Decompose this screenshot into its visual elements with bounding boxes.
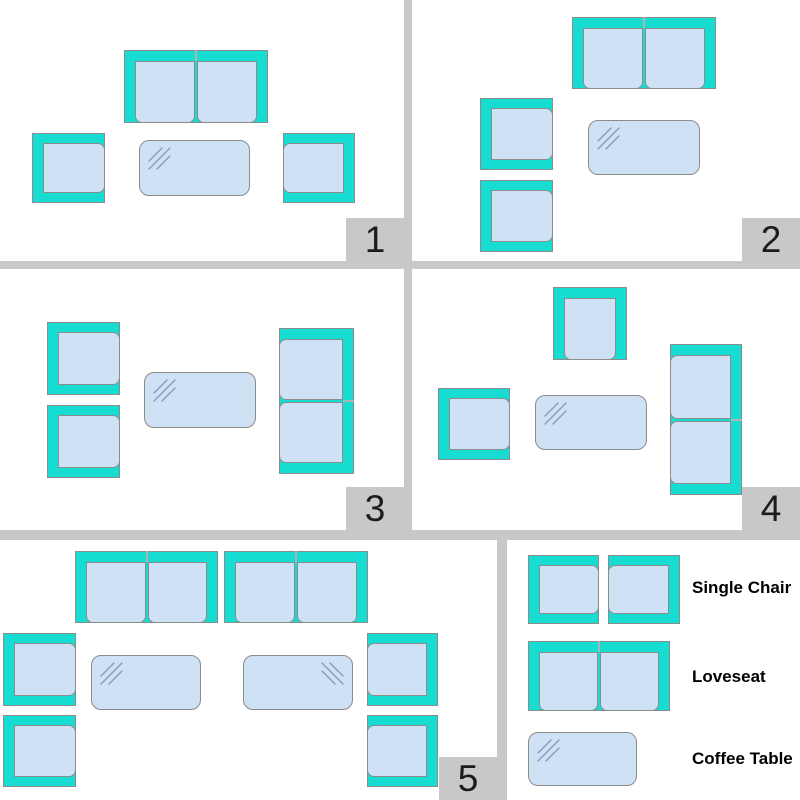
- coffee-table: [535, 395, 647, 450]
- loveseat-seat: [670, 420, 731, 484]
- single-chair: [528, 555, 599, 624]
- single-chair: [47, 405, 120, 478]
- single-chair: [47, 322, 120, 395]
- loveseat-seat: [670, 355, 731, 419]
- coffee-table: [588, 120, 700, 175]
- seat-divider: [343, 400, 354, 402]
- loveseat-seat: [600, 652, 659, 711]
- loveseat-seat: [279, 339, 343, 400]
- chair-seat: [283, 143, 344, 193]
- seat-divider: [731, 418, 742, 421]
- panel-number-badge: 2: [742, 218, 800, 261]
- seat-divider: [195, 50, 197, 61]
- loveseat-seat: [645, 28, 705, 89]
- loveseat-seat: [135, 61, 195, 123]
- panel-number-badge: 3: [346, 487, 404, 530]
- loveseat-seat: [279, 402, 343, 463]
- legend-panel: Single Chair Loveseat Coffee Table: [507, 540, 800, 800]
- glass-shine-icon: [100, 662, 123, 685]
- chair-seat: [449, 398, 510, 450]
- chair-seat: [367, 643, 427, 696]
- loveseat-seat: [539, 652, 598, 711]
- legend-label-single-chair: Single Chair: [692, 578, 792, 597]
- chair-seat: [58, 332, 120, 385]
- loveseat-seat: [583, 28, 643, 89]
- chair-seat: [491, 108, 553, 160]
- loveseat: [124, 50, 268, 123]
- single-chair: [3, 633, 76, 706]
- layout-panel-3: 3: [0, 269, 404, 530]
- chair-seat: [43, 143, 105, 193]
- glass-shine-icon: [544, 402, 567, 425]
- single-chair: [608, 555, 680, 624]
- loveseat: [670, 344, 742, 495]
- seat-divider: [295, 551, 297, 562]
- loveseat-seat: [297, 562, 357, 623]
- chair-seat: [58, 415, 120, 468]
- loveseat-seat: [197, 61, 257, 123]
- single-chair: [367, 715, 438, 787]
- layout-panel-4: 4: [412, 269, 800, 530]
- single-chair: [283, 133, 355, 203]
- single-chair: [553, 287, 627, 360]
- layout-panel-1: 1: [0, 0, 404, 261]
- glass-shine-icon: [537, 739, 560, 762]
- loveseat-seat: [235, 562, 295, 623]
- coffee-table: [528, 732, 637, 786]
- single-chair: [32, 133, 105, 203]
- coffee-table: [144, 372, 256, 428]
- loveseat: [224, 551, 368, 623]
- loveseat-seat: [86, 562, 146, 623]
- glass-shine-icon: [153, 379, 176, 402]
- single-chair: [480, 180, 553, 252]
- coffee-table: [91, 655, 201, 710]
- layout-panel-5: 5: [0, 540, 497, 800]
- chair-seat: [14, 643, 76, 696]
- single-chair: [3, 715, 76, 787]
- chair-seat: [367, 725, 427, 777]
- chair-seat: [539, 565, 599, 614]
- panel-number-badge: 5: [439, 757, 497, 800]
- panel-number-badge: 1: [346, 218, 404, 261]
- glass-shine-icon: [597, 127, 620, 150]
- layout-panel-2: 2: [412, 0, 800, 261]
- chair-seat: [608, 565, 669, 614]
- loveseat: [279, 328, 354, 474]
- chair-seat: [14, 725, 76, 777]
- glass-shine-icon: [148, 147, 171, 170]
- loveseat: [572, 17, 716, 89]
- loveseat-seat: [147, 562, 207, 623]
- chair-seat: [491, 190, 553, 242]
- seat-divider: [598, 641, 600, 652]
- chair-seat: [564, 298, 616, 360]
- seat-divider: [145, 551, 148, 562]
- loveseat: [75, 551, 218, 623]
- single-chair: [367, 633, 438, 706]
- coffee-table: [243, 655, 353, 710]
- panel-number-badge: 4: [742, 487, 800, 530]
- single-chair: [438, 388, 510, 460]
- seat-divider: [643, 17, 645, 28]
- single-chair: [480, 98, 553, 170]
- legend-label-coffee-table: Coffee Table: [692, 749, 793, 768]
- coffee-table: [139, 140, 250, 196]
- legend-label-loveseat: Loveseat: [692, 667, 766, 686]
- glass-shine-icon: [321, 662, 344, 685]
- loveseat: [528, 641, 670, 711]
